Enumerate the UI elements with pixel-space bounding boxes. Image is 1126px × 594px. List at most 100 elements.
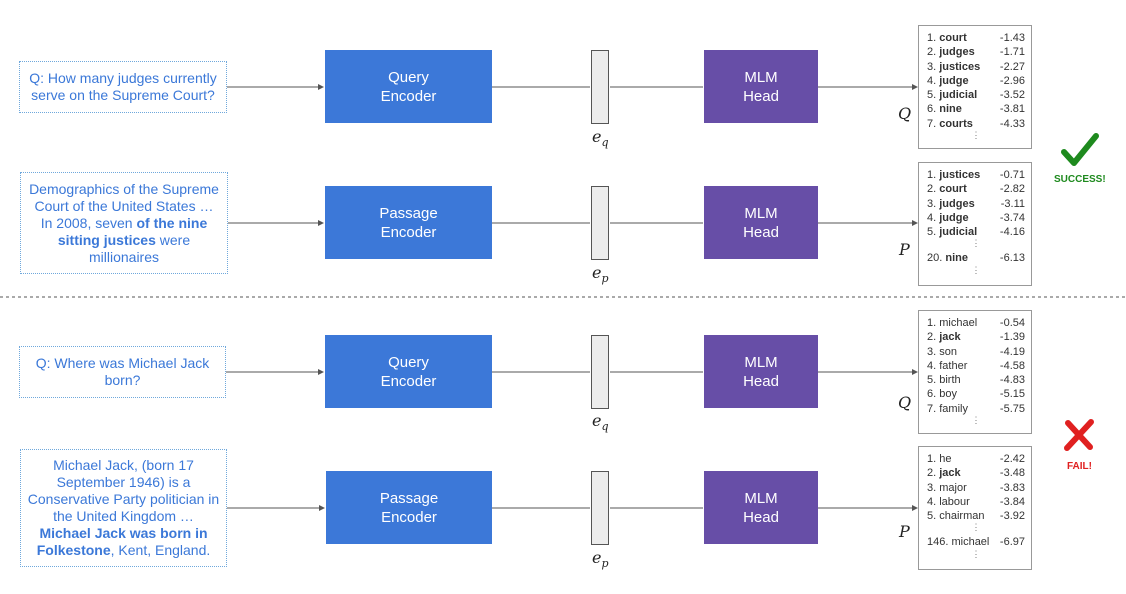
- mlm-head: MLM Head: [704, 50, 818, 123]
- ellipsis-icon: ⋮: [971, 548, 981, 559]
- term-row: 3. major-3.83: [927, 481, 1025, 495]
- term-score: -4.33: [999, 117, 1025, 130]
- term-score: -1.71: [999, 46, 1025, 59]
- term-row: 7. family-5.75: [927, 402, 1025, 416]
- term-row: 3. justices-2.27: [927, 60, 1025, 74]
- term-row: 20. nine -6.13: [927, 251, 1025, 265]
- passage-encoder: Passage Encoder: [326, 471, 492, 544]
- term-label: 7. courts: [927, 117, 991, 131]
- encoder-label-line1: Passage: [379, 204, 438, 222]
- term-score: -3.74: [999, 211, 1025, 224]
- check-icon: [1061, 133, 1099, 166]
- term-score: -0.54: [999, 317, 1025, 329]
- term-label: 5. birth: [927, 373, 991, 387]
- term-label: 20. nine: [927, 251, 991, 265]
- term-word: michael: [939, 317, 978, 329]
- term-rank: 1.: [927, 453, 940, 465]
- passage-text-bold: Michael Jack was born in Folkestone: [36, 525, 208, 558]
- term-rank: 1.: [927, 32, 940, 44]
- term-score: -3.11: [1000, 197, 1025, 210]
- term-rank: 5.: [927, 374, 940, 387]
- query-embedding-vector: [591, 335, 609, 409]
- term-rank: 3.: [927, 345, 940, 358]
- term-label: 6. boy: [927, 387, 991, 401]
- term-row: 7. courts -4.33: [927, 117, 1025, 131]
- term-score: -2.96: [999, 74, 1025, 87]
- term-row: 2. court-2.82: [927, 182, 1025, 196]
- term-score: -1.43: [999, 32, 1025, 44]
- term-row: 5. birth-4.83: [927, 373, 1025, 387]
- term-word: judges: [939, 197, 975, 210]
- passage-embedding-label: ep: [592, 548, 609, 571]
- term-label: 2. jack: [927, 466, 991, 480]
- term-rank: 4.: [927, 74, 940, 87]
- term-label: 3. justices: [927, 60, 991, 74]
- term-word: courts: [939, 117, 973, 130]
- term-rank: 7.: [927, 117, 940, 130]
- term-label: 1. court: [927, 31, 991, 45]
- query-encoder: Query Encoder: [325, 335, 492, 408]
- term-word: judges: [939, 46, 975, 59]
- term-word: nine: [945, 252, 968, 265]
- term-rank: 2.: [927, 46, 940, 59]
- term-row: 3. judges -3.11: [927, 197, 1025, 211]
- term-word: major: [939, 481, 967, 494]
- term-word: justices: [939, 60, 981, 73]
- encoder-label-line1: Passage: [379, 489, 439, 507]
- term-word: justices: [939, 169, 981, 181]
- term-row: 4. judge -3.74: [927, 211, 1025, 225]
- mlm-label-line2: Head: [743, 508, 779, 526]
- term-rank: 2.: [927, 467, 940, 480]
- term-word: he: [939, 453, 952, 465]
- term-word: michael: [951, 536, 990, 549]
- encoder-label-line2: Encoder: [380, 372, 437, 390]
- term-label: 7. family: [927, 402, 991, 416]
- term-row: 4. father-4.58: [927, 359, 1025, 373]
- term-word: jack: [939, 467, 961, 480]
- term-rank: 2.: [927, 183, 940, 196]
- query-rep-label: Q: [898, 393, 912, 412]
- term-rank: 2.: [927, 331, 940, 344]
- term-label: 5. judicial: [927, 88, 991, 102]
- term-score: -3.84: [999, 495, 1025, 508]
- term-label: 4. father: [927, 359, 991, 373]
- encoder-label-line2: Encoder: [380, 223, 437, 241]
- encoder-label-line1: Query: [388, 353, 429, 371]
- term-word: judge: [939, 74, 969, 87]
- term-label: 4. labour: [927, 495, 991, 509]
- term-word: judge: [939, 211, 969, 224]
- passage-rep-label: P: [899, 522, 910, 541]
- query-embedding-vector: [591, 50, 609, 124]
- query-text-box: Q: How many judges currently serve on th…: [19, 61, 227, 113]
- term-rank: 1.: [927, 169, 940, 181]
- term-rank: 4.: [927, 211, 940, 224]
- term-rank: 6.: [927, 103, 940, 116]
- query-text: Q: How many judges currently serve on th…: [29, 70, 217, 103]
- passage-embedding-vector: [591, 471, 609, 545]
- term-label: 2. court: [927, 182, 991, 196]
- mlm-label-line2: Head: [743, 87, 779, 105]
- mlm-label-line2: Head: [743, 372, 779, 390]
- term-score: -6.13: [999, 252, 1025, 265]
- term-label: 5. judicial: [927, 225, 991, 239]
- term-word: father: [939, 359, 968, 372]
- term-rank: 3.: [927, 197, 940, 210]
- success-label: SUCCESS!: [1054, 174, 1106, 185]
- term-word: boy: [939, 388, 957, 401]
- term-rank: 3.: [927, 60, 940, 73]
- term-row: 2. judges -1.71: [927, 45, 1025, 59]
- mlm-label-line1: MLM: [744, 68, 778, 86]
- mlm-head: MLM Head: [704, 471, 818, 544]
- term-label: 6. nine: [927, 102, 991, 116]
- term-label: 1. justices: [927, 168, 991, 182]
- term-score: -1.39: [999, 331, 1025, 344]
- passage-encoder: Passage Encoder: [325, 186, 492, 259]
- mlm-label-line2: Head: [743, 223, 779, 241]
- query-text-box: Q: Where was Michael Jack born?: [19, 346, 226, 398]
- passage-text-box: Demographics of the Supreme Court of the…: [20, 172, 228, 274]
- query-embedding-label: eq: [592, 127, 609, 150]
- term-label: 3. son: [927, 345, 991, 359]
